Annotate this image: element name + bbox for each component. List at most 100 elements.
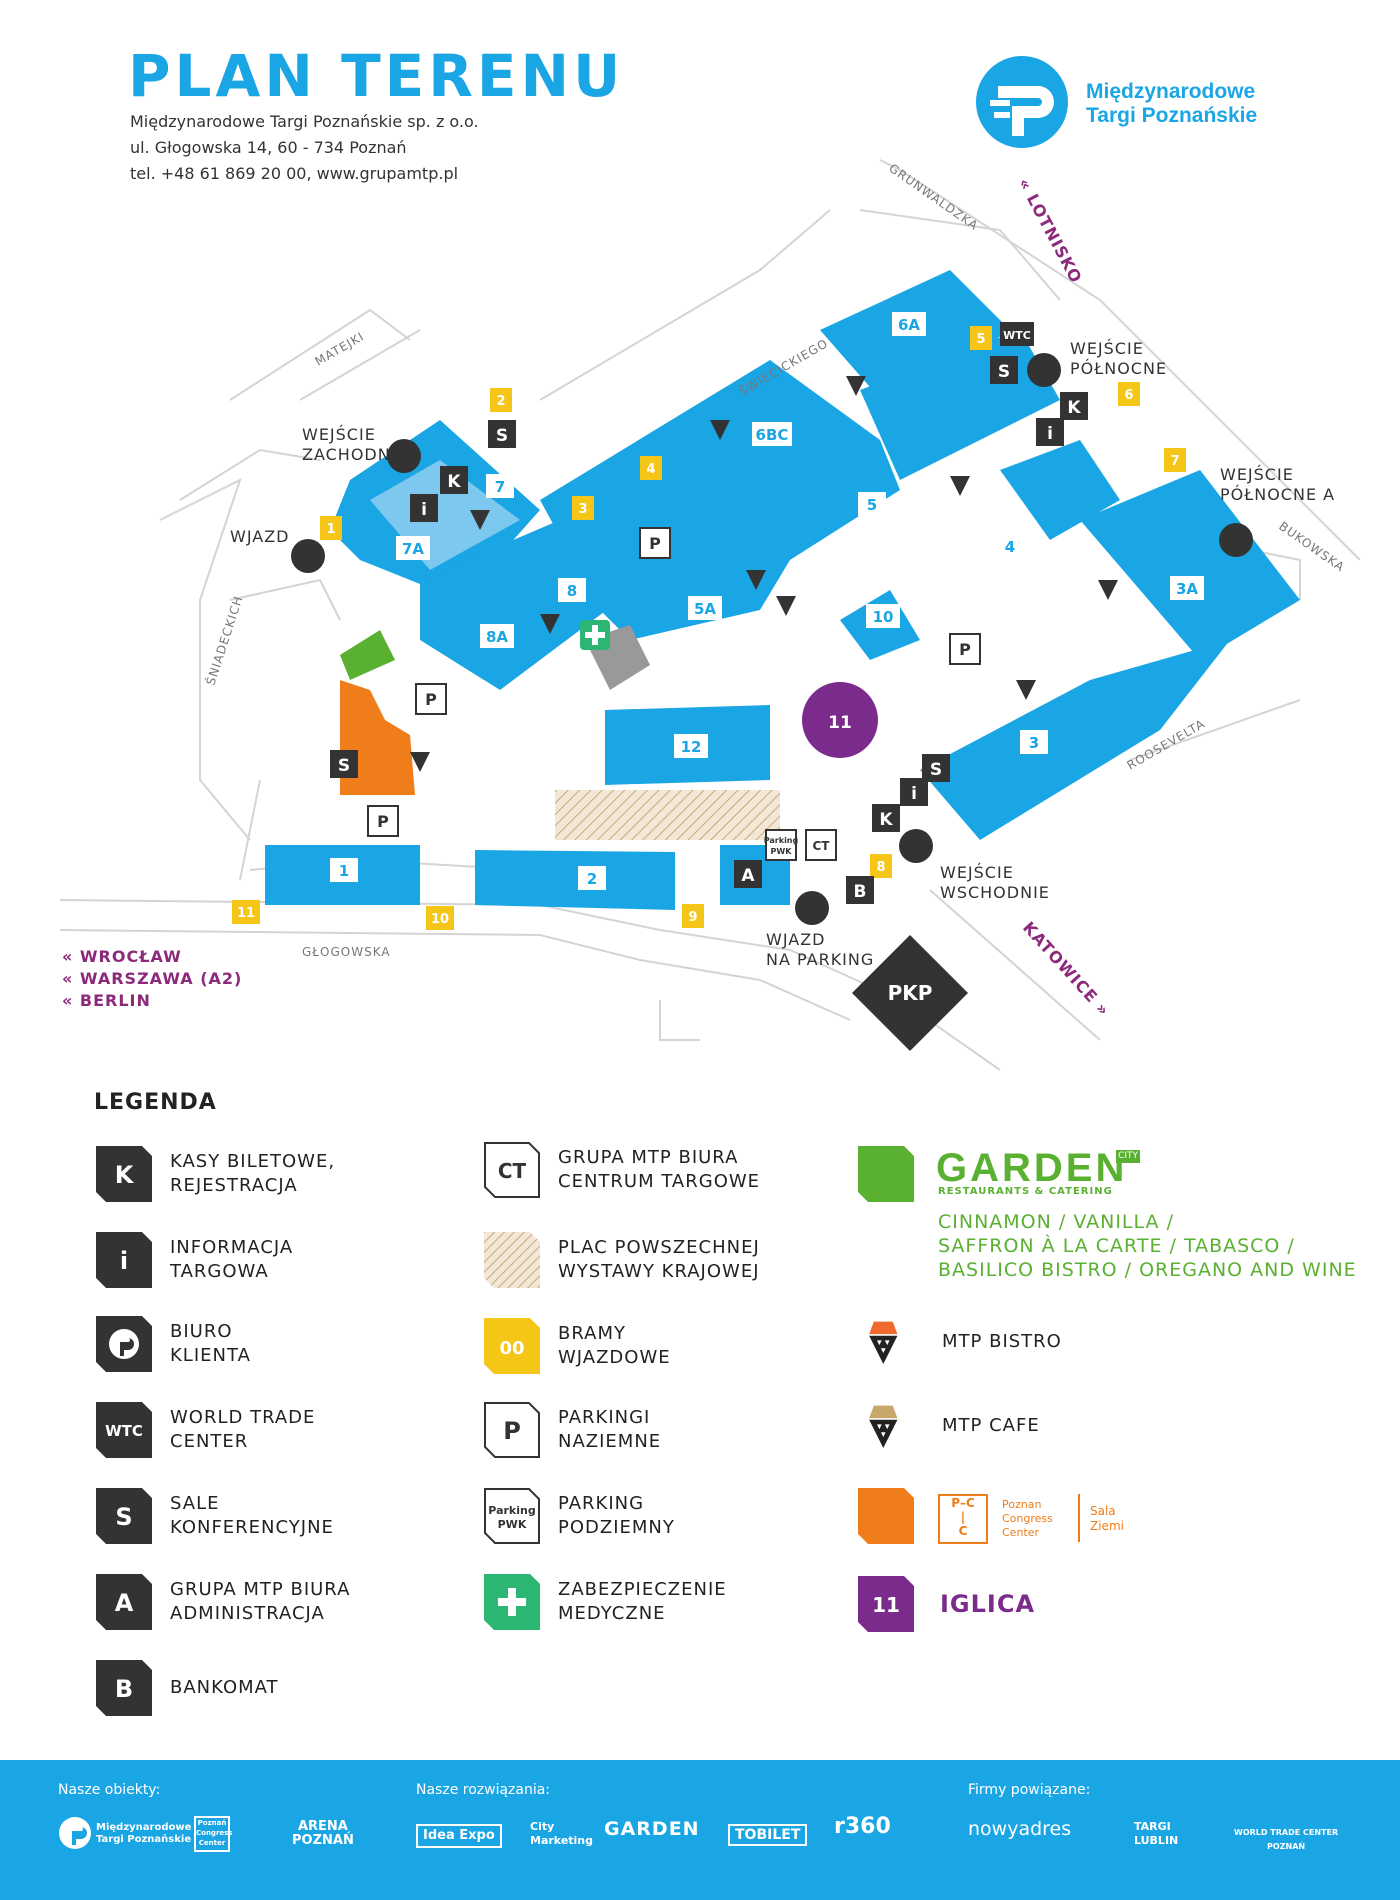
legend-item-parking: P PARKINGI NAZIEMNE [484, 1402, 661, 1458]
label-west-1-line-1: WEJŚCIE [302, 425, 376, 444]
map-icon-k-west: K [440, 466, 468, 494]
hall-label-7a: 7A [396, 536, 430, 560]
label-parking-entry-line-2: NA PARKING [766, 950, 874, 969]
gate-1[interactable]: 1 [320, 516, 342, 540]
label-north-line-2: PÓŁNOCNE [1070, 359, 1167, 378]
pcc-logo-name: Poznan Congress Center [1002, 1498, 1053, 1539]
gate-10[interactable]: 10 [426, 906, 454, 930]
legend-i-label: INFORMACJA TARGOWA [170, 1237, 294, 1282]
entry-icon[interactable] [291, 539, 325, 573]
hall-label-8a-text: 8A [486, 628, 508, 646]
wtc-icon: WTC [96, 1402, 152, 1458]
hall-2[interactable] [475, 850, 675, 910]
label-north-a-line-2: PÓŁNOCNE A [1220, 485, 1335, 504]
footer-city-marketing[interactable]: City Marketing [530, 1820, 594, 1847]
legend-k-glyph: K [115, 1161, 135, 1189]
pcc-logo-sala: Sala Ziemi [1090, 1504, 1124, 1533]
entrance-north-a-icon[interactable] [1219, 523, 1253, 557]
entrance-north-icon[interactable] [1027, 353, 1061, 387]
ct-icon[interactable]: CT [805, 829, 837, 861]
legend-item-iglica: 11 IGLICA [858, 1576, 1035, 1632]
footer-tobilet[interactable]: TOBILET [728, 1824, 808, 1846]
gate-9-text: 9 [688, 910, 697, 925]
legend-item-i: i INFORMACJA TARGOWA [96, 1232, 293, 1288]
footer-garden[interactable]: GARDEN [604, 1818, 700, 1840]
footer-nowyadres[interactable]: nowyadres [968, 1818, 1072, 1840]
label-entry: WJAZD [230, 527, 289, 546]
parking-icon-1[interactable]: P [639, 527, 671, 559]
parking-icon-3[interactable]: P [415, 683, 447, 715]
map-icon-s-east: S [922, 754, 950, 782]
hall-label-2: 2 [578, 866, 606, 890]
gate-3[interactable]: 3 [572, 496, 594, 520]
hall-3[interactable] [920, 640, 1230, 840]
gate-9[interactable]: 9 [682, 904, 704, 928]
footer-targi-lublin[interactable]: TARGI LUBLIN [1134, 1820, 1179, 1847]
footer-mtp-line-2: Targi Poznańskie [96, 1834, 192, 1845]
gate-8[interactable]: 8 [870, 854, 892, 878]
map-icon-k-north: K [1060, 392, 1088, 420]
medical-icon[interactable] [580, 620, 610, 650]
gate-7-text: 7 [1170, 454, 1179, 469]
entrance-west-icon[interactable] [387, 439, 421, 473]
street-sniadeckich: ŚNIADECKICH [203, 594, 246, 687]
gate-8-text: 8 [876, 860, 885, 875]
legend-item-bistro: MTP BISTRO [866, 1314, 1062, 1370]
legend-item-medical: ZABEZPIECZENIE MEDYCZNE [484, 1574, 727, 1630]
pkp-station[interactable]: PKP [852, 935, 968, 1051]
hall-label-3: 3 [1020, 730, 1048, 754]
footer-arena[interactable]: ARENA POZNAŃ [292, 1819, 354, 1848]
hall-8-8a[interactable] [420, 520, 620, 690]
parking-icon-2[interactable]: P [949, 633, 981, 665]
hall-4[interactable] [1000, 440, 1120, 540]
gate-2[interactable]: 2 [490, 388, 512, 412]
address-contact[interactable]: tel. +48 61 869 20 00, www.grupamtp.pl [130, 164, 459, 183]
iglica-marker[interactable] [802, 682, 878, 758]
atm-icon: B [96, 1660, 152, 1716]
map-icon-s-pcc: S [330, 750, 358, 778]
map-icon-s-north-text: S [998, 362, 1010, 382]
map-icon-s-west-text: S [496, 426, 508, 446]
gate-4-text: 4 [646, 462, 655, 477]
legend-ct-label: GRUPA MTP BIURA CENTRUM TARGOWE [558, 1147, 761, 1192]
footer-r360[interactable]: r360 [834, 1814, 891, 1839]
gate-2-text: 2 [496, 394, 505, 409]
parking-icon-2-text: P [959, 640, 971, 659]
legend-k-label: KASY BILETOWE, REJESTRACJA [170, 1151, 336, 1196]
gate-6[interactable]: 6 [1118, 382, 1140, 406]
hall-5-5a-6bc[interactable] [540, 360, 900, 640]
hall-label-6a-text: 6A [898, 316, 920, 334]
footer-idea-expo[interactable]: Idea Expo [416, 1824, 502, 1848]
cafe-marker [1098, 580, 1118, 600]
entrance-east-icon[interactable] [899, 829, 933, 863]
footer-wtc[interactable]: WORLD TRADE CENTER POZNAŃ [1234, 1828, 1339, 1851]
pkp-label: PKP [888, 981, 933, 1005]
hall-label-6bc-text: 6BC [756, 426, 789, 444]
gate-7[interactable]: 7 [1164, 448, 1186, 472]
hall-labels: 1 2 3 3A 4 5 5A 6A 6BC 7 7A 8 8A 10 12 [330, 312, 1204, 890]
map-icon-k-west-text: K [447, 472, 461, 492]
hall-3a[interactable] [1080, 470, 1300, 660]
dest-katowice: KATOWICE » [1019, 918, 1114, 1020]
gate-4[interactable]: 4 [640, 456, 662, 480]
map-icon-k-north-text: K [1067, 398, 1081, 418]
hall-6a[interactable] [820, 270, 1010, 410]
gates: 1 2 3 4 5 6 7 8 9 10 11 [232, 326, 1186, 930]
gate-11[interactable]: 11 [232, 900, 260, 924]
footer-heading-solutions: Nasze rozwiązania: [416, 1782, 551, 1798]
medical-cross-icon [484, 1574, 540, 1630]
hall-label-12-text: 12 [681, 738, 702, 756]
garden-city-building[interactable] [340, 630, 395, 680]
parking-icon-1-text: P [649, 534, 661, 553]
footer-pcc-logo[interactable]: Poznań Congress Center [194, 1816, 232, 1852]
map-icon-k-east: K [872, 804, 900, 832]
poznan-congress-center[interactable] [340, 680, 415, 795]
parking-icon-4[interactable]: P [367, 805, 399, 837]
gate-5[interactable]: 5 [970, 326, 992, 350]
hall-label-10-text: 10 [873, 608, 894, 626]
parking-entry-icon[interactable] [795, 891, 829, 925]
map-icon-k-east-text: K [879, 810, 893, 830]
